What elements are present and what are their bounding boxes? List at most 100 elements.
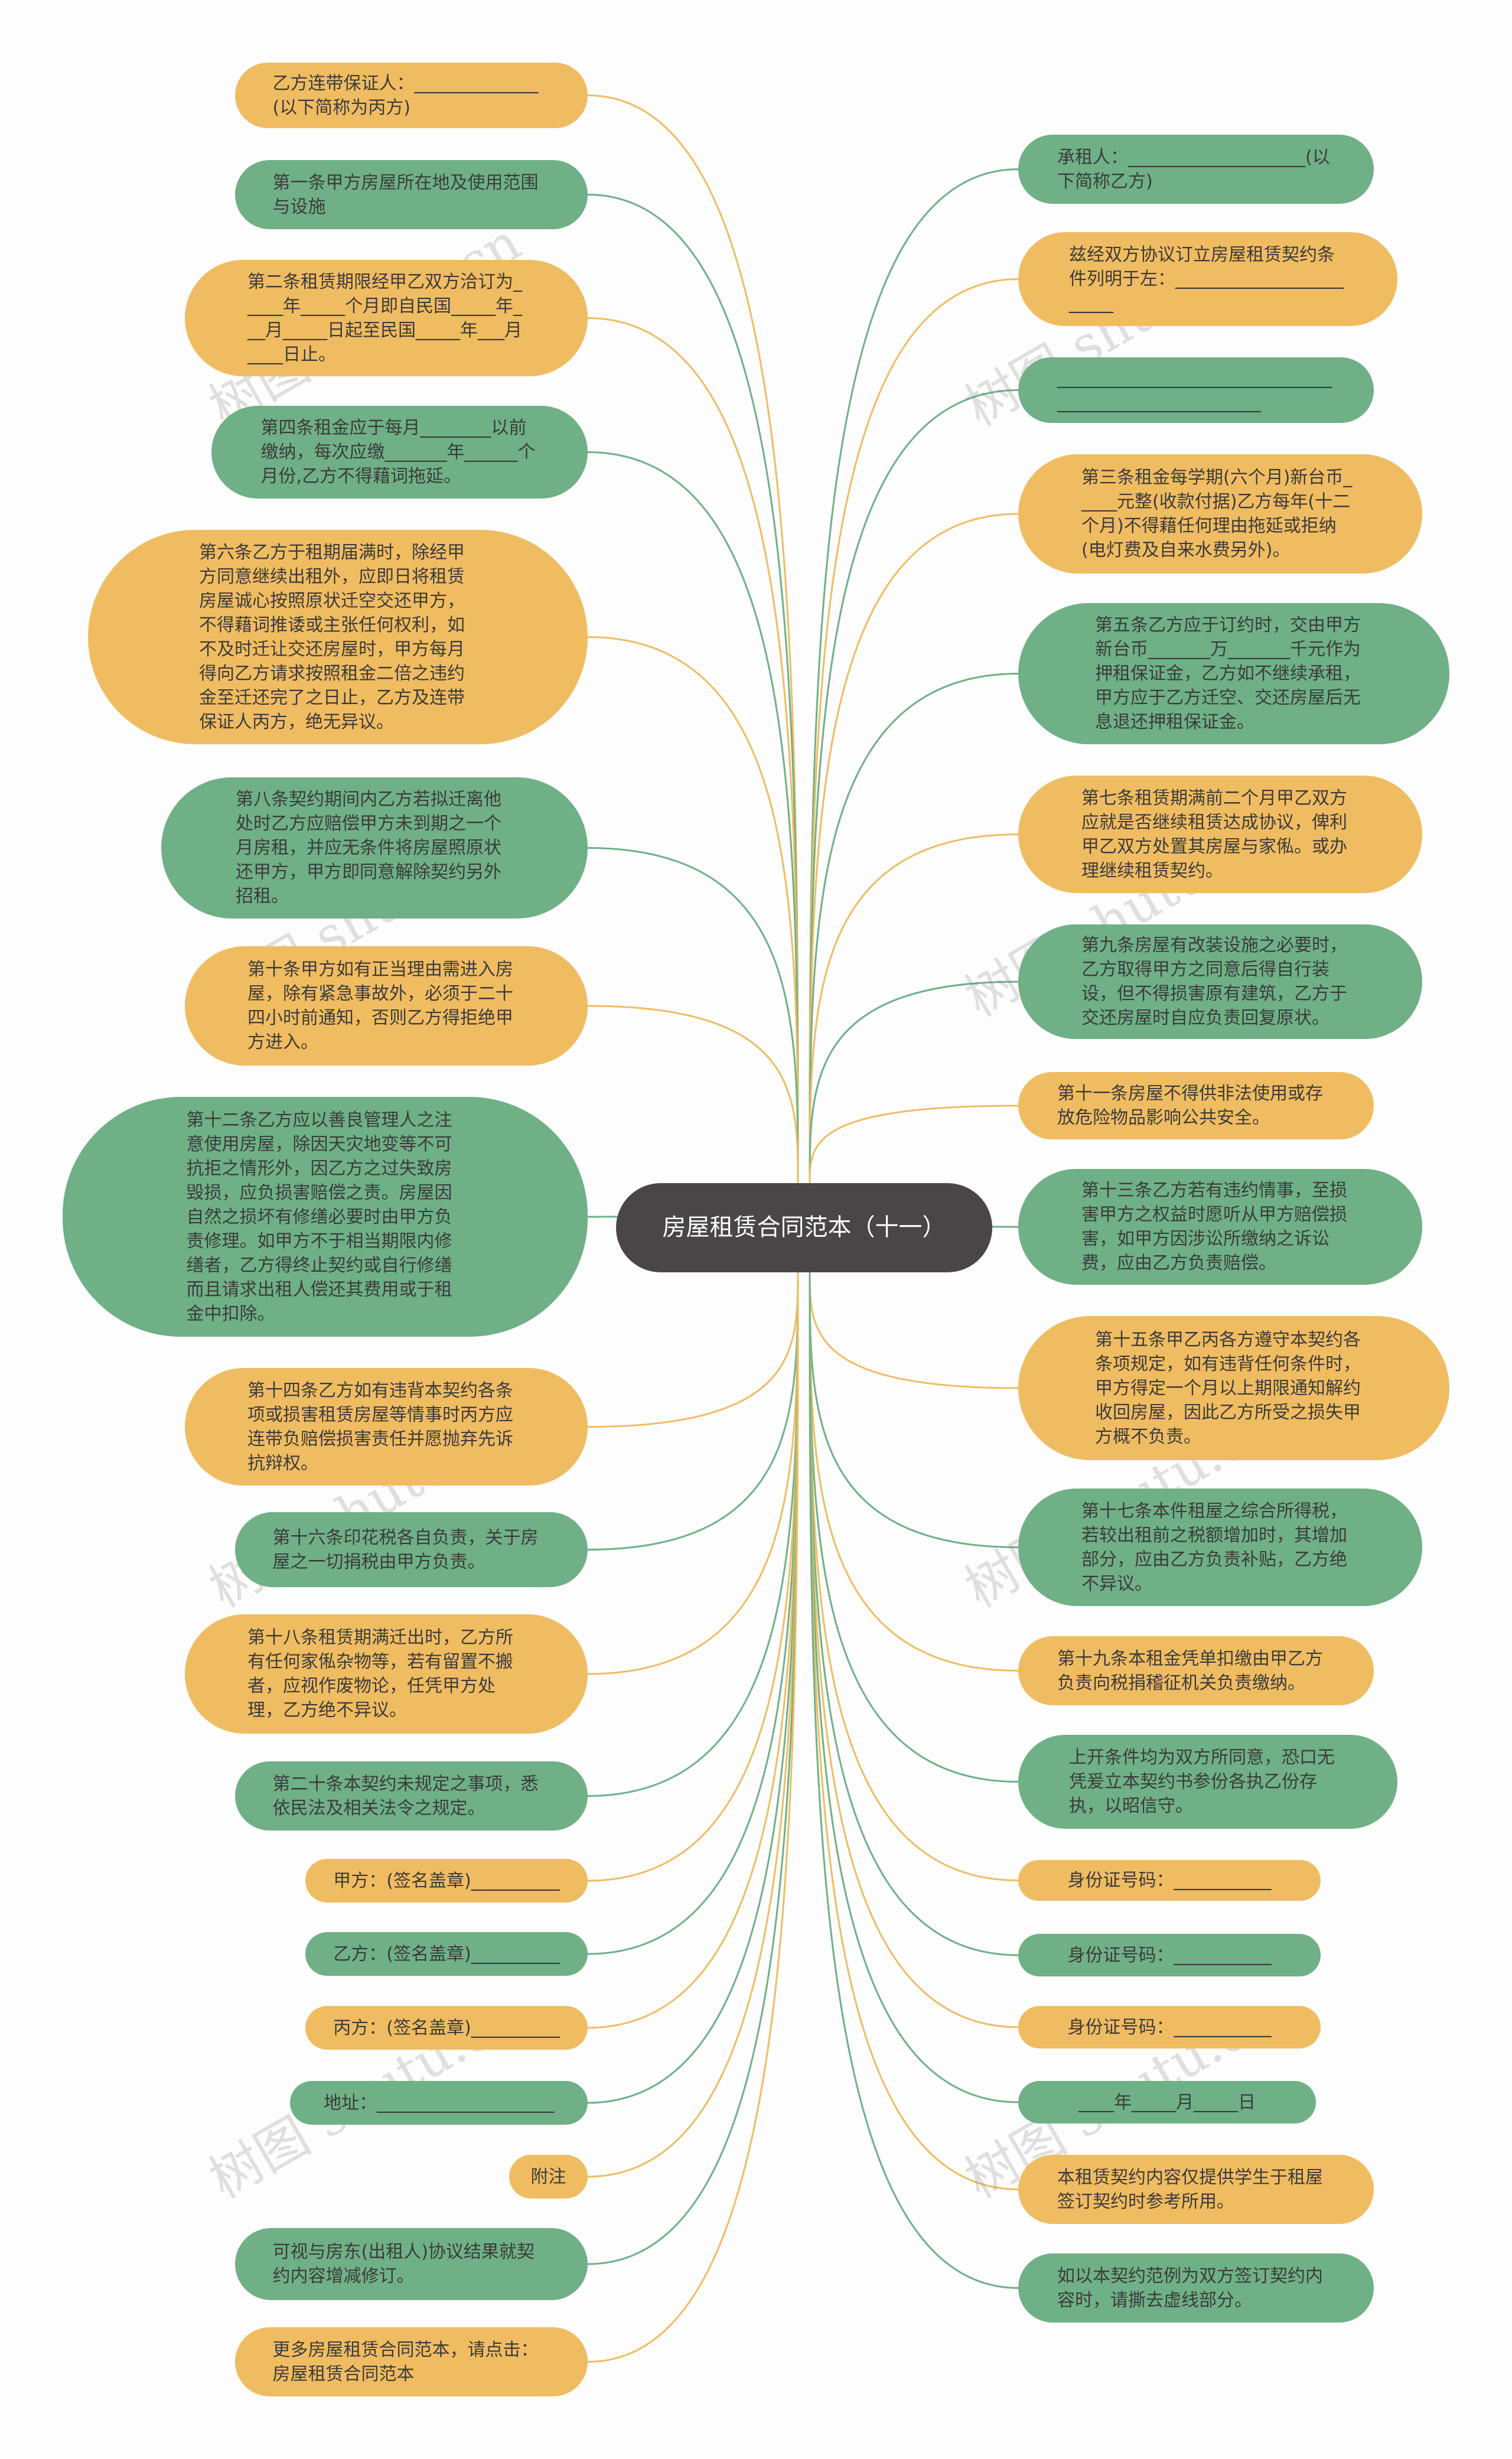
- left-topic-node[interactable]: 更多房屋租赁合同范本，请点击：房屋租赁合同范本: [235, 2327, 588, 2396]
- left-topic-node[interactable]: 第十二条乙方应以善良管理人之注意使用房屋，除因天灾地变等不可抗拒之情形外，因乙方…: [63, 1097, 588, 1337]
- topic-label: ____年_____月_____日: [1078, 2092, 1256, 2113]
- right-topic-node[interactable]: 第九条房屋有改装设施之必要时，乙方取得甲方之同意后得自行装设，但不得损害原有建筑…: [1018, 924, 1422, 1039]
- right-topic-node[interactable]: 第七条租赁期满前二个月甲乙双方应就是否继续租赁达成协议，俾利甲乙双方处置其房屋与…: [1018, 776, 1422, 893]
- left-topic-node[interactable]: 乙方连带保证人：______________(以下简称为丙方): [235, 63, 588, 128]
- right-topic-node[interactable]: 上开条件均为双方所同意，恐口无凭爰立本契约书参份各执乙份存执，以昭信守。: [1018, 1735, 1397, 1829]
- right-topic-node[interactable]: 第十五条甲乙丙各方遵守本契约各条项规定，如有违背任何条件时，甲方得定一个月以上期…: [1018, 1316, 1449, 1460]
- right-topic-node[interactable]: 第十三条乙方若有违约情事，至损害甲方之权益时愿听从甲方赔偿损害，如甲方因涉讼所缴…: [1018, 1169, 1422, 1285]
- right-topic-node[interactable]: 承租人：____________________(以下简称乙方): [1018, 135, 1374, 204]
- connector-line: [809, 1272, 1019, 1881]
- left-topic-node[interactable]: 第十六条印花税各自负责，关于房屋之一切捐税由甲方负责。: [235, 1512, 588, 1587]
- left-topic-node[interactable]: 第二十条本契约未规定之事项，悉依民法及相关法令之规定。: [235, 1761, 588, 1831]
- right-topic-node[interactable]: ____年_____月_____日: [1018, 2081, 1316, 2123]
- right-topic-node[interactable]: 身份证号码：___________: [1018, 1860, 1321, 1901]
- right-topic-node[interactable]: 如以本契约范例为双方签订契约内容时，请撕去虚线部分。: [1018, 2253, 1374, 2323]
- topic-label: 身份证号码：___________: [1067, 1870, 1272, 1891]
- right-topic-node[interactable]: ________________________________________…: [1018, 357, 1374, 423]
- left-topic-node[interactable]: 第一条甲方房屋所在地及使用范围与设施: [235, 160, 588, 229]
- topic-label: 第十三条乙方若有违约情事，至损害甲方之权益时愿听从甲方赔偿损害，如甲方因涉讼所缴…: [1081, 1180, 1347, 1274]
- connector-line: [809, 673, 1019, 1184]
- topic-label: ________________________________________…: [1057, 367, 1332, 413]
- left-topic-node[interactable]: 第十条甲方如有正当理由需进入房屋，除有紧急事故外，必须于二十四小时前通知，否则乙…: [185, 946, 588, 1066]
- right-topic-node[interactable]: 第三条租金每学期(六个月)新台币_____元整(收款付据)乙方每年(十二个月)不…: [1018, 454, 1422, 574]
- topic-label: 如以本契约范例为双方签订契约内容时，请撕去虚线部分。: [1057, 2265, 1323, 2311]
- topic-label: 兹经双方协议订立房屋租赁契约条件列明于左：___________________…: [1069, 245, 1344, 314]
- left-topic-node[interactable]: 甲方：(签名盖章)__________: [305, 1859, 588, 1903]
- topic-label: 第一条甲方房屋所在地及使用范围与设施: [272, 172, 539, 217]
- topic-label: 第四条租金应于每月________以前缴纳，每次应缴_______年______…: [260, 418, 536, 487]
- topic-label: 身份证号码：___________: [1067, 1945, 1272, 1966]
- root-topic-label: 房屋租赁合同范本（十一）: [662, 1214, 946, 1241]
- left-topic-node[interactable]: 丙方：(签名盖章)__________: [305, 2006, 588, 2050]
- left-topic-node[interactable]: 第四条租金应于每月________以前缴纳，每次应缴_______年______…: [211, 406, 588, 499]
- right-topic-node[interactable]: 第十七条本件租屋之综合所得税，若较出租前之税额增加时，其增加部分，应由乙方负责补…: [1018, 1489, 1422, 1606]
- topic-label: 乙方：(签名盖章)__________: [333, 1943, 560, 1965]
- right-topic-node[interactable]: 本租赁契约内容仅提供学生于租屋签订契约时参考所用。: [1018, 2155, 1374, 2224]
- connector-line: [809, 389, 1019, 1184]
- topic-label: 第十六条印花税各自负责，关于房屋之一切捐税由甲方负责。: [272, 1527, 539, 1572]
- left-topic-node[interactable]: 第八条契约期间内乙方若拟迁离他处时乙方应赔偿甲方未到期之一个月房租，并应无条件将…: [161, 777, 588, 919]
- connector-line: [809, 1105, 1019, 1184]
- topic-label: 第二条租赁期限经甲乙双方洽订为_____年_____个月即自民国_____年__…: [247, 271, 522, 365]
- connector-line: [587, 1272, 799, 2104]
- topic-label: 第三条租金每学期(六个月)新台币_____元整(收款付据)乙方每年(十二个月)不…: [1081, 467, 1353, 561]
- root-topic-node[interactable]: 房屋租赁合同范本（十一）: [616, 1183, 992, 1272]
- left-topic-node[interactable]: 地址：____________________: [290, 2081, 588, 2125]
- connector-line: [587, 1272, 799, 1882]
- topic-label: 上开条件均为双方所同意，恐口无凭爰立本契约书参份各执乙份存执，以昭信守。: [1069, 1747, 1335, 1816]
- left-topic-node[interactable]: 第六条乙方于租期届满时，除经甲方同意继续出租外，应即日将租赁房屋诚心按照原状迁空…: [88, 530, 588, 744]
- left-topic-node[interactable]: 第十八条租赁期满迁出时，乙方所有任何家俬杂物等，若有留置不搬者，应视作废物论，任…: [185, 1614, 588, 1734]
- right-topic-node[interactable]: 第十一条房屋不得供非法使用或存放危险物品影响公共安全。: [1018, 1072, 1374, 1139]
- connector-line: [587, 317, 799, 1184]
- connector-line: [587, 1272, 799, 2178]
- topic-label: 承租人：____________________(以下简称乙方): [1057, 146, 1330, 192]
- topic-label: 甲方：(签名盖章)__________: [333, 1870, 560, 1891]
- topic-label: 第十五条甲乙丙各方遵守本契约各条项规定，如有违背任何条件时，甲方得定一个月以上期…: [1095, 1329, 1361, 1447]
- right-topic-node[interactable]: 身份证号码：___________: [1018, 2006, 1321, 2048]
- topic-label: 第十条甲方如有正当理由需进入房屋，除有紧急事故外，必须于二十四小时前通知，否则乙…: [247, 959, 513, 1053]
- connector-line: [587, 1272, 799, 1797]
- left-topic-node[interactable]: 第十四条乙方如有违背本契约各条项或损害租赁房屋等情事时丙方应连带负赔偿损害责任并…: [185, 1368, 588, 1486]
- connector-line: [809, 1272, 1019, 1548]
- right-topic-node[interactable]: 身份证号码：___________: [1018, 1934, 1321, 1976]
- topic-label: 第二十条本契约未规定之事项，悉依民法及相关法令之规定。: [272, 1773, 539, 1819]
- left-topic-node[interactable]: 第二条租赁期限经甲乙双方洽订为_____年_____个月即自民国_____年__…: [185, 260, 588, 376]
- right-topic-node[interactable]: 第十九条本租金凭单扣缴由甲乙方负责向税捐稽征机关负责缴纳。: [1018, 1636, 1374, 1705]
- right-topic-node[interactable]: 第五条乙方应于订约时，交由甲方新台币_______万_______千元作为押租保…: [1018, 603, 1449, 744]
- topic-label: 丙方：(签名盖章)__________: [333, 2017, 560, 2038]
- connector-line: [809, 833, 1019, 1184]
- left-topic-node[interactable]: 可视与房东(出租人)协议结果就契约内容增减修订。: [235, 2228, 588, 2300]
- topic-label: 第十一条房屋不得供非法使用或存放危险物品影响公共安全。: [1057, 1083, 1323, 1128]
- topic-label: 身份证号码：___________: [1067, 2017, 1272, 2038]
- topic-label: 可视与房东(出租人)协议结果就契约内容增减修订。: [272, 2242, 535, 2287]
- topic-label: 第九条房屋有改装设施之必要时，乙方取得甲方之同意后得自行装设，但不得损害原有建筑…: [1081, 935, 1347, 1028]
- topic-label: 第六条乙方于租期届满时，除经甲方同意继续出租外，应即日将租赁房屋诚心按照原状迁空…: [199, 542, 465, 732]
- topic-label: 地址：____________________: [324, 2092, 554, 2113]
- connector-line: [587, 194, 799, 1184]
- connector-line: [809, 1272, 1019, 1389]
- right-topic-node[interactable]: 兹经双方协议订立房屋租赁契约条件列明于左：___________________…: [1018, 232, 1397, 326]
- connector-line: [809, 1272, 1019, 1956]
- connector-line: [587, 1272, 799, 2363]
- topic-label: 第八条契约期间内乙方若拟迁离他处时乙方应赔偿甲方未到期之一个月房租，并应无条件将…: [236, 789, 501, 907]
- left-topic-node[interactable]: 附注: [509, 2155, 588, 2199]
- connector-line: [809, 1272, 1019, 2103]
- topic-label: 第七条租赁期满前二个月甲乙双方应就是否继续租赁达成协议，俾利甲乙双方处置其房屋与…: [1081, 787, 1347, 881]
- connector-line: [587, 847, 799, 1184]
- connector-line: [587, 1272, 799, 2265]
- topic-label: 附注: [530, 2166, 566, 2187]
- connector-line: [809, 1272, 1019, 1783]
- connector-line: [587, 451, 799, 1184]
- connector-line: [587, 1272, 799, 1428]
- connector-line: [587, 1005, 799, 1184]
- topic-label: 第十九条本租金凭单扣缴由甲乙方负责向税捐稽征机关负责缴纳。: [1057, 1648, 1323, 1693]
- connector-line: [809, 513, 1019, 1184]
- topic-label: 第十七条本件租屋之综合所得税，若较出租前之税额增加时，其增加部分，应由乙方负责补…: [1081, 1500, 1347, 1594]
- connector-line: [587, 636, 799, 1184]
- connector-line: [587, 1272, 799, 1955]
- connector-line: [587, 1272, 799, 1551]
- topic-label: 更多房屋租赁合同范本，请点击：房屋租赁合同范本: [272, 2339, 539, 2385]
- connector-line: [809, 981, 1019, 1184]
- left-topic-node[interactable]: 乙方：(签名盖章)__________: [305, 1932, 588, 1976]
